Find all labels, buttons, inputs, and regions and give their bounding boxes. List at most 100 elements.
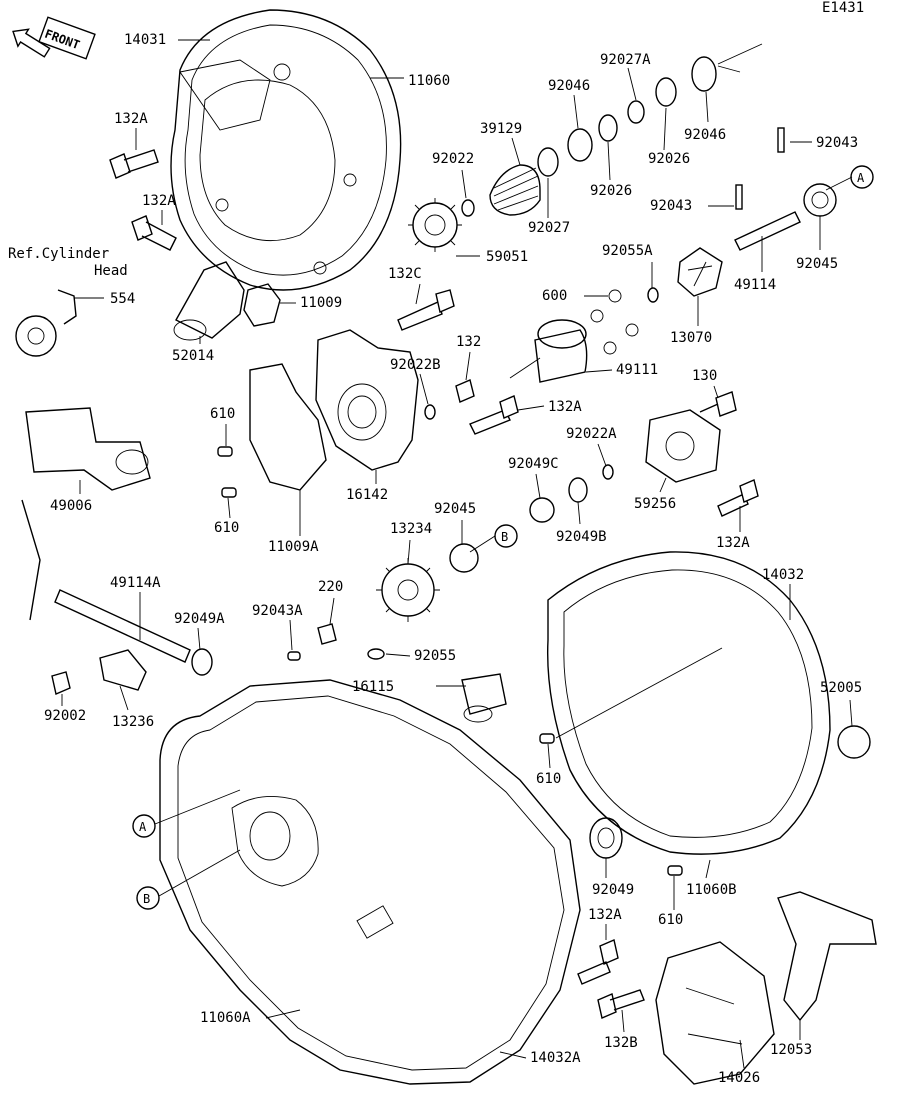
part-number: 16142 bbox=[346, 487, 388, 503]
part-number: 610 bbox=[658, 912, 683, 928]
clutch-cover-14032 bbox=[546, 551, 831, 855]
shaft-49114a bbox=[21, 499, 191, 663]
part-number: 11060B bbox=[686, 882, 737, 898]
part-number: 610 bbox=[210, 406, 235, 422]
part-number: 92046 bbox=[684, 127, 726, 143]
part-number: 600 bbox=[542, 288, 567, 304]
ref-note-line2: Head bbox=[94, 263, 128, 279]
part-labels: 14031 11060 132A 132A 92027A 92046 39129… bbox=[44, 32, 862, 1086]
washer-92026-a bbox=[598, 114, 618, 142]
bolt-132a-mid bbox=[131, 215, 177, 251]
part-number: 52014 bbox=[172, 348, 214, 364]
oil-plug-16115 bbox=[461, 673, 507, 723]
part-number: 59051 bbox=[486, 249, 528, 265]
spring-39129 bbox=[489, 164, 541, 216]
part-number: 130 bbox=[692, 368, 717, 384]
part-number: 92026 bbox=[648, 151, 690, 167]
gear-59051 bbox=[408, 198, 462, 252]
bolt-92002 bbox=[51, 671, 71, 695]
seal-92027 bbox=[537, 147, 559, 177]
bearing-92046-b bbox=[691, 56, 717, 92]
part-number: 92049C bbox=[508, 456, 559, 472]
part-number: 39129 bbox=[480, 121, 522, 137]
washer-92026-b bbox=[655, 77, 677, 107]
pin-92043a bbox=[287, 651, 301, 661]
part-number: 132 bbox=[456, 334, 481, 350]
part-number: 92046 bbox=[548, 78, 590, 94]
callout-b-mid: B bbox=[494, 524, 518, 548]
part-number: 49111 bbox=[616, 362, 658, 378]
pin-610-d bbox=[667, 865, 683, 876]
bolt-220 bbox=[317, 623, 337, 645]
part-number: 52005 bbox=[820, 680, 862, 696]
part-number: 92049 bbox=[592, 882, 634, 898]
clip-554 bbox=[57, 289, 77, 325]
washer-92022a bbox=[602, 464, 614, 480]
bolt-132 bbox=[455, 379, 475, 403]
part-number: 14026 bbox=[718, 1070, 760, 1086]
part-number: 92045 bbox=[796, 256, 838, 272]
outer-cover-11060 bbox=[170, 9, 402, 291]
seal-92027a bbox=[627, 100, 645, 124]
part-number: 92055A bbox=[602, 243, 653, 259]
part-number: 610 bbox=[536, 771, 561, 787]
ref-note-line1: Ref.Cylinder bbox=[8, 246, 109, 262]
part-number: 92022 bbox=[432, 151, 474, 167]
part-number: 92022A bbox=[566, 426, 617, 442]
part-number: 132C bbox=[388, 266, 422, 282]
seal-92049a bbox=[191, 648, 213, 676]
part-number: 13236 bbox=[112, 714, 154, 730]
part-number: 610 bbox=[214, 520, 239, 536]
callout-a-low: A bbox=[132, 814, 156, 838]
bolt-132a-lower bbox=[577, 939, 619, 985]
part-number: 92027 bbox=[528, 220, 570, 236]
leader-lines bbox=[61, 39, 853, 1069]
svg-text:A: A bbox=[139, 820, 147, 834]
oring-92055a bbox=[647, 287, 659, 303]
seal-92049 bbox=[589, 817, 623, 859]
part-number: 92026 bbox=[590, 183, 632, 199]
part-number: 92043A bbox=[252, 603, 303, 619]
front-arrow-icon: FRONT bbox=[12, 16, 96, 60]
part-number: 11009A bbox=[268, 539, 319, 555]
part-number: 132A bbox=[548, 399, 582, 415]
bearing-92046-a bbox=[567, 128, 593, 162]
gasket-11009a bbox=[249, 363, 327, 491]
bearing-92049c bbox=[529, 497, 555, 523]
svg-text:B: B bbox=[143, 892, 150, 906]
part-number: 92022B bbox=[390, 357, 441, 373]
part-number: 49114 bbox=[734, 277, 776, 293]
part-number: 13234 bbox=[390, 521, 432, 537]
sprocket-cover-14026 bbox=[655, 941, 775, 1085]
shaft-49114 bbox=[734, 127, 801, 251]
seal-92049b bbox=[568, 477, 588, 503]
part-number: 11009 bbox=[300, 295, 342, 311]
part-number: 92043 bbox=[816, 135, 858, 151]
diagram-id: E1431 bbox=[822, 0, 864, 16]
part-number: 92049A bbox=[174, 611, 225, 627]
bolt-132a-pump bbox=[469, 395, 519, 435]
pin-610-b bbox=[221, 487, 237, 498]
pump-cover-16142 bbox=[315, 329, 419, 471]
part-number: 132A bbox=[142, 193, 176, 209]
bolt-132c bbox=[397, 289, 455, 331]
bolt-132b bbox=[597, 989, 645, 1019]
svg-text:B: B bbox=[501, 530, 508, 544]
governor-49111 bbox=[509, 319, 588, 383]
impeller-59256 bbox=[645, 409, 721, 483]
part-number: 59256 bbox=[634, 496, 676, 512]
part-number: 132A bbox=[716, 535, 750, 551]
elbow-52014 bbox=[173, 261, 245, 341]
part-number: 554 bbox=[110, 291, 135, 307]
part-number: 92055 bbox=[414, 648, 456, 664]
part-number: 132B bbox=[604, 1035, 638, 1051]
part-number: 14032 bbox=[762, 567, 804, 583]
seal-52005 bbox=[837, 725, 871, 759]
part-number: 49006 bbox=[50, 498, 92, 514]
part-number: 132A bbox=[114, 111, 148, 127]
part-number: 11060A bbox=[200, 1010, 251, 1026]
bolt-132a-right bbox=[717, 479, 759, 517]
part-number: 92002 bbox=[44, 708, 86, 724]
part-number: 220 bbox=[318, 579, 343, 595]
part-number: 14031 bbox=[124, 32, 166, 48]
